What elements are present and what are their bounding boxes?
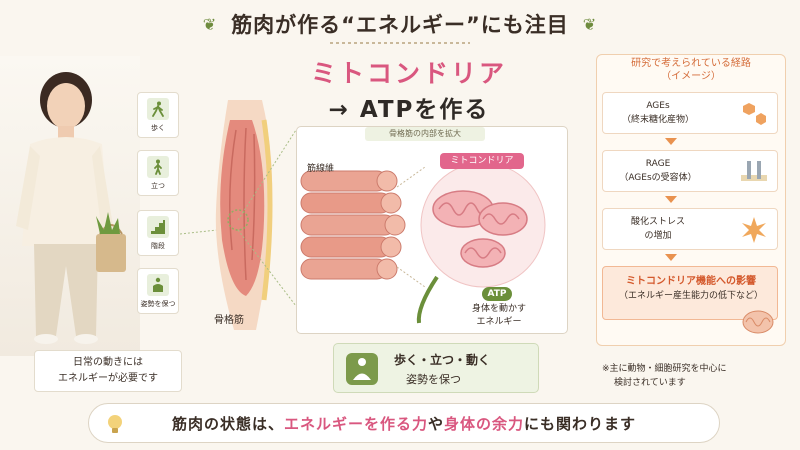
step-label: RAGE	[645, 159, 671, 169]
footnote-line: 検討されています	[614, 378, 686, 388]
atp-badge: ATP	[482, 287, 512, 301]
pathway-step-ages: AGEs （終末糖化産物）	[602, 92, 778, 134]
banner-part2: や	[427, 414, 444, 433]
activity-label: 階段	[151, 241, 165, 250]
footnote-line: ※主に動物・細胞研究を中心に	[602, 364, 727, 374]
activity-label: 姿勢を保つ	[140, 299, 176, 308]
pathway-step-mitochondria-effect: ミトコンドリア機能への影響 （エネルギー産生能力の低下など）	[602, 266, 778, 320]
zoom-connector	[238, 129, 297, 307]
stairs-icon	[147, 215, 169, 238]
pathway-arrow	[665, 138, 677, 145]
atp-line: エネルギー	[476, 317, 522, 327]
mitochondrion-shape	[432, 190, 528, 268]
step-label: ミトコンドリア機能への影響	[626, 276, 756, 287]
mitochondria-tag: ミトコンドリア	[440, 153, 524, 169]
step-sub: の増加	[644, 231, 672, 241]
leg-muscle-illustration	[190, 100, 290, 340]
fiber-label: 筋線維	[307, 164, 335, 174]
pathway-title-line2: （イメージ）	[661, 71, 721, 82]
headline-mitochondria: ミトコンドリア	[310, 59, 507, 88]
banner-highlight-energy: エネルギーを作る力	[283, 414, 428, 433]
activity-posture: 姿勢を保つ	[137, 268, 179, 314]
banner-highlight-reserve: 身体の余力	[444, 414, 525, 433]
movement-line1: 歩く・立つ・動く	[394, 353, 491, 367]
activity-stairs: 階段	[137, 210, 179, 256]
step-sub: （AGEsの受容体）	[619, 173, 697, 183]
atp-line: 身体を動かす	[471, 304, 526, 314]
lightbulb-icon	[108, 415, 122, 433]
step-label: AGEs	[646, 101, 670, 111]
daily-movement-note: 日常の動きには エネルギーが必要です	[34, 350, 182, 392]
pathway-title-line1: 研究で考えられている経路	[631, 58, 751, 69]
receptor-icon	[741, 161, 767, 181]
person-sitting-icon	[346, 353, 378, 385]
walking-icon	[147, 97, 169, 120]
woman-walking-photo	[0, 56, 140, 356]
page-title-text: 筋肉が作る“エネルギー”にも注目	[231, 13, 569, 37]
pathway-title: 研究で考えられている経路 （イメージ）	[596, 57, 786, 83]
muscle-label: 骨格筋	[214, 315, 244, 326]
leaf-icon: ❦	[582, 14, 598, 34]
burst-icon	[742, 217, 766, 243]
movement-summary-box: 歩く・立つ・動く 姿勢を保つ	[333, 343, 539, 393]
connector-lines	[180, 227, 237, 235]
leaf-icon: ❦	[202, 14, 218, 34]
step-label: 酸化ストレス	[630, 217, 685, 227]
research-footnote: ※主に動物・細胞研究を中心に 検討されています	[602, 362, 792, 390]
note-line: 日常の動きには	[73, 357, 143, 368]
title-divider	[330, 42, 470, 44]
atp-description: 身体を動かす エネルギー	[462, 303, 536, 329]
step-sub: （終末糖化産物）	[621, 115, 694, 125]
mitochondrion-icon	[742, 310, 774, 334]
pathway-arrow	[665, 254, 677, 261]
activity-stand: 立つ	[137, 150, 179, 196]
movement-line2: 姿勢を保つ	[406, 373, 461, 386]
banner-part1: 筋肉の状態は、	[171, 414, 284, 433]
pathway-arrow	[665, 196, 677, 203]
zoom-header: 骨格筋の内部を拡大	[365, 127, 485, 141]
activity-label: 歩く	[151, 123, 165, 132]
activity-label: 立つ	[151, 181, 165, 190]
step-sub: （エネルギー産生能力の低下など）	[618, 291, 763, 301]
page-title: ❦ 筋肉が作る“エネルギー”にも注目 ❦	[0, 8, 800, 40]
pathway-step-oxidative-stress: 酸化ストレス の増加	[602, 208, 778, 250]
summary-banner: 筋肉の状態は、 エネルギーを作る力 や 身体の余力 にも関わります	[88, 403, 720, 443]
headline-atp: → ATPを作る	[328, 97, 490, 123]
banner-part3: にも関わります	[524, 414, 637, 433]
activity-walk: 歩く	[137, 92, 179, 138]
sitting-icon	[147, 273, 169, 296]
muscle-fiber-bundle	[300, 170, 406, 280]
note-line: エネルギーが必要です	[58, 373, 158, 384]
molecule-icon	[743, 103, 766, 125]
pathway-step-rage: RAGE （AGEsの受容体）	[602, 150, 778, 192]
standing-icon	[147, 155, 169, 178]
